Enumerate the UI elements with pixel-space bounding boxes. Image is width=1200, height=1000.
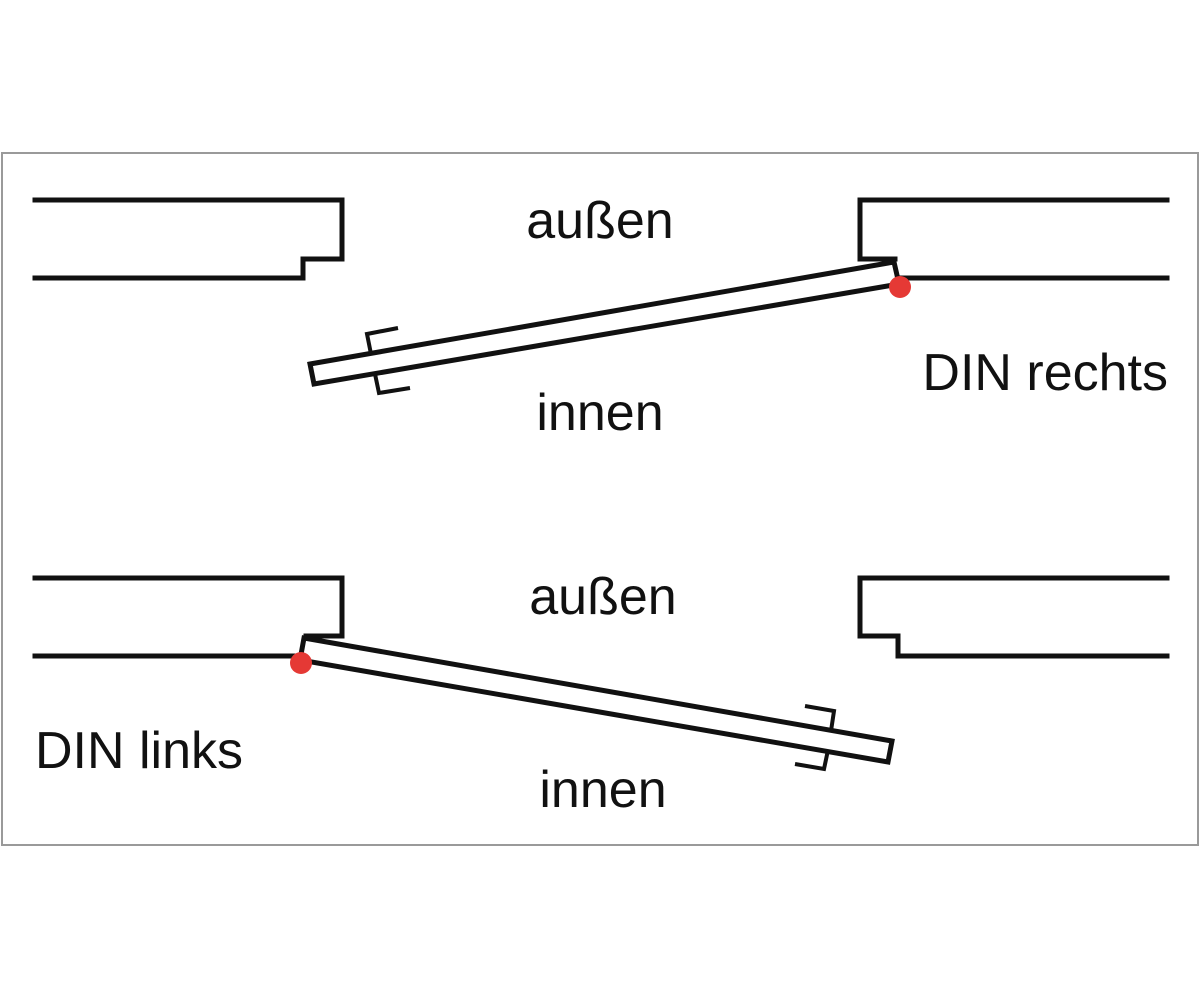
- top-hinge-point: [889, 276, 911, 298]
- din-links-diagram: außen innen DIN links: [32, 568, 1170, 819]
- top-inside-label: innen: [536, 384, 663, 442]
- bottom-hinge-point: [290, 652, 312, 674]
- top-door-handle: [364, 326, 411, 396]
- bottom-outside-label: außen: [529, 568, 676, 626]
- din-links-label: DIN links: [35, 722, 243, 780]
- top-left-wall: [32, 197, 345, 281]
- top-outside-label: außen: [526, 192, 673, 250]
- top-right-wall: [857, 197, 1170, 281]
- bottom-right-wall: [857, 575, 1170, 659]
- din-rechts-diagram: außen innen DIN rechts: [32, 192, 1170, 442]
- bottom-left-wall: [32, 575, 345, 659]
- din-rechts-label: DIN rechts: [922, 344, 1168, 402]
- diagram-frame: [1, 152, 1199, 846]
- bottom-inside-label: innen: [539, 761, 666, 819]
- bottom-door-handle: [794, 704, 837, 772]
